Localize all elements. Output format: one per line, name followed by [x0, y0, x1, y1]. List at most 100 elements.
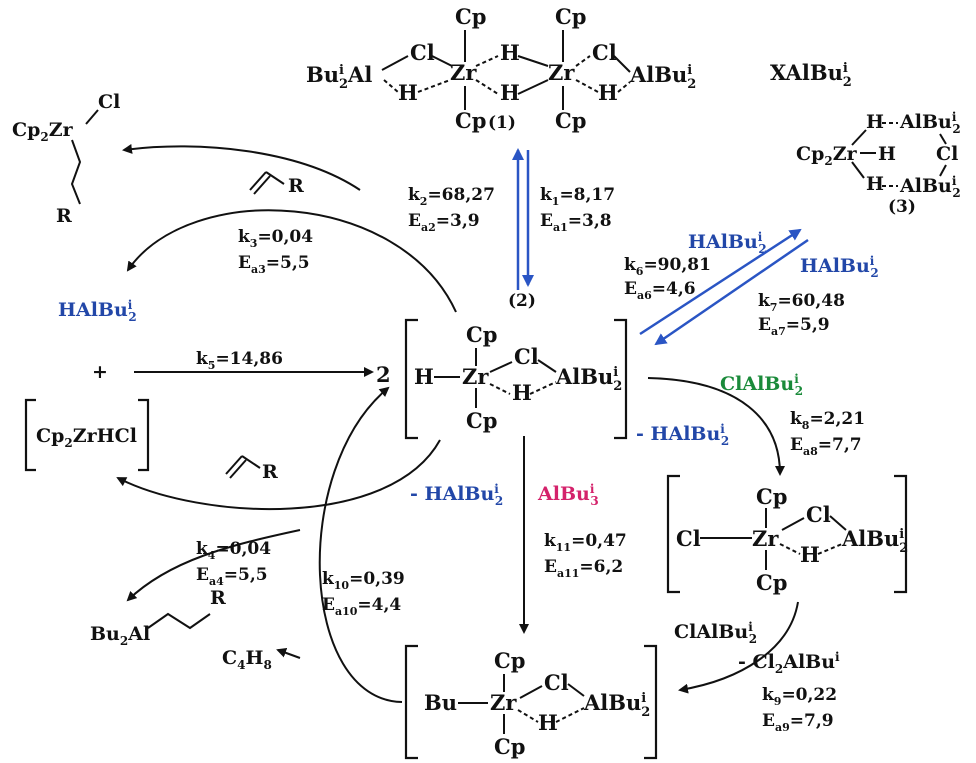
svg-text:k4=0,04: k4=0,04 — [196, 539, 271, 562]
s1-h-mid-top: H — [500, 40, 520, 65]
rates-k8: k8=2,21 Ea8=7,7 — [790, 409, 865, 458]
s4-cl: Cl — [806, 502, 831, 527]
arrow-k10 — [318, 386, 403, 703]
rates-k1-k2: k2=68,27 Ea2=3,9 k1=8,17 Ea1=3,8 — [408, 185, 615, 234]
s5-zr: Zr — [490, 690, 517, 715]
rates-k11: k11=0,47 Ea11=6,2 — [544, 531, 627, 580]
s2-al: AlBu — [555, 364, 613, 389]
svg-text:k11=0,47: k11=0,47 — [544, 531, 627, 554]
olefin-top-r: R — [288, 175, 304, 197]
arrow-k6 — [639, 228, 802, 336]
olefin-mid-r: R — [262, 461, 278, 483]
s5-h: H — [538, 710, 558, 735]
svg-text:Ea2=3,9: Ea2=3,9 — [408, 211, 480, 234]
arrow-k3-olefin-branch — [122, 144, 361, 191]
s1-bu-sup: i — [339, 63, 344, 78]
s1-h-right: H — [598, 80, 618, 105]
olefin-top: R — [249, 171, 304, 197]
arrow-k3-curve — [126, 209, 457, 313]
s2-zr: Zr — [462, 364, 489, 389]
plus-sign: + — [92, 361, 108, 383]
s1-al: Al — [347, 62, 372, 87]
arrow-k4 — [126, 529, 301, 602]
s1-cp-ul: Cp — [455, 4, 486, 29]
arrow-c4h8 — [276, 648, 301, 659]
s3-h-mid: H — [878, 143, 896, 165]
s3-label: (3) — [888, 197, 916, 217]
rates-k9: k9=0,22 Ea9=7,9 — [762, 685, 837, 734]
c4h8: C4H8 — [222, 647, 272, 672]
s1-h-left: H — [398, 80, 418, 105]
s1-cl-right: Cl — [592, 40, 617, 65]
s5-bu: Bu — [424, 690, 457, 715]
s4-zr: Zr — [752, 526, 779, 551]
arrow-k8 — [647, 377, 785, 476]
s3-al-bot: AlBu — [899, 175, 952, 197]
s3-h-bot: H — [866, 173, 884, 195]
arrow-k7 — [654, 238, 809, 346]
svg-text:k8=2,21: k8=2,21 — [790, 409, 865, 432]
s5-cp-top: Cp — [494, 648, 525, 673]
svg-text:k3=0,04: k3=0,04 — [238, 227, 313, 250]
s2-h: H — [414, 364, 434, 389]
s5-cl: Cl — [544, 670, 569, 695]
bu2al-r: R — [210, 587, 226, 609]
s1-albu-sub: 2 — [687, 77, 696, 92]
s3-cl: Cl — [936, 143, 958, 165]
cp2zrcl-cl: Cl — [98, 91, 120, 113]
svg-text:Cp2ZrHCl: Cp2ZrHCl — [36, 425, 137, 450]
svg-text:Ea10=4,4: Ea10=4,4 — [322, 595, 401, 618]
svg-text:k6=90,81: k6=90,81 — [624, 255, 711, 278]
svg-text:Ea3=5,5: Ea3=5,5 — [238, 253, 310, 276]
olefin-mid: R — [225, 455, 278, 483]
s1-cp-lr: Cp — [555, 108, 586, 133]
s1-albu: AlBu — [629, 62, 687, 87]
bu2al-alkyl: Bu2Al R — [90, 587, 226, 648]
svg-text:Ea4=5,5: Ea4=5,5 — [196, 565, 268, 588]
rates-k3: k3=0,04 Ea3=5,5 — [238, 227, 313, 276]
s4-cp-top: Cp — [756, 484, 787, 509]
s1-cl-left: Cl — [410, 40, 435, 65]
svg-text:k9=0,22: k9=0,22 — [762, 685, 837, 708]
cp2zrcl-r: R — [56, 205, 72, 227]
s3-cp2zr: Cp — [796, 143, 824, 165]
svg-text:k7=60,48: k7=60,48 — [758, 291, 845, 314]
s1-cp-ur: Cp — [555, 4, 586, 29]
rates-k4-k10: k4=0,04 Ea4=5,5 k10=0,39 Ea10=4,4 — [196, 539, 405, 618]
s5-al: AlBu — [583, 690, 641, 715]
s2-cl: Cl — [514, 344, 539, 369]
svg-text:Ea8=7,7: Ea8=7,7 — [790, 435, 862, 458]
s2-cp-bot: Cp — [466, 408, 497, 433]
s2-h2: H — [512, 380, 532, 405]
s1-albu-sup: i — [687, 63, 692, 78]
s5-cp-bot: Cp — [494, 734, 525, 759]
s1-label: (1) — [488, 113, 516, 133]
s1-h-mid-bot: H — [500, 80, 520, 105]
s1-zr-left: Zr — [450, 60, 477, 85]
svg-text:Cp2Zr: Cp2Zr — [12, 119, 74, 144]
s2-coef: 2 — [376, 362, 391, 387]
s4-h: H — [800, 542, 820, 567]
svg-text:Ea6=4,6: Ea6=4,6 — [624, 279, 696, 302]
svg-text:Ea1=3,8: Ea1=3,8 — [540, 211, 612, 234]
